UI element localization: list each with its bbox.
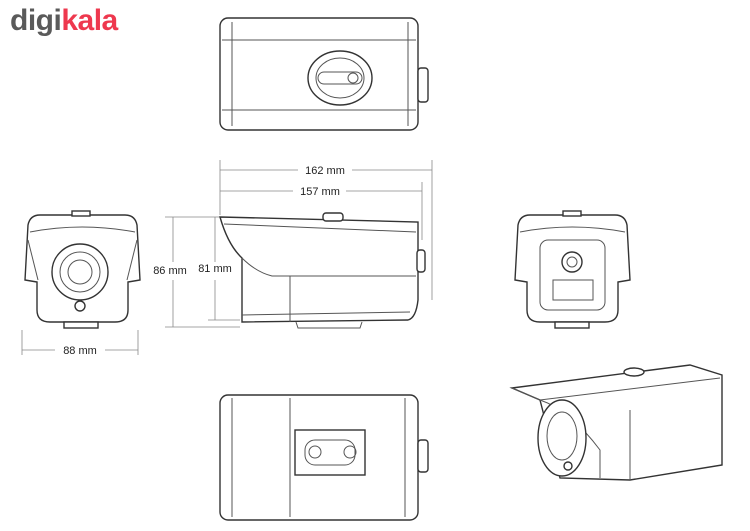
length-total-label: 162 mm	[305, 165, 345, 177]
digikala-logo: digikala	[10, 4, 118, 38]
camera-side-view	[219, 212, 426, 329]
width-label: 88 mm	[63, 345, 97, 357]
camera-rear-view	[514, 210, 631, 329]
logo-text-gray: digi	[10, 4, 62, 37]
camera-bottom-view	[219, 394, 429, 521]
height-body-label: 81 mm	[198, 263, 232, 275]
camera-top-view	[219, 17, 429, 131]
height-total-label: 86 mm	[153, 265, 187, 277]
camera-perspective-view	[509, 364, 723, 481]
dimension-lines	[21, 160, 433, 355]
camera-front-view	[24, 210, 141, 329]
logo-text-red: kala	[61, 4, 118, 37]
length-body-label: 157 mm	[300, 186, 340, 198]
